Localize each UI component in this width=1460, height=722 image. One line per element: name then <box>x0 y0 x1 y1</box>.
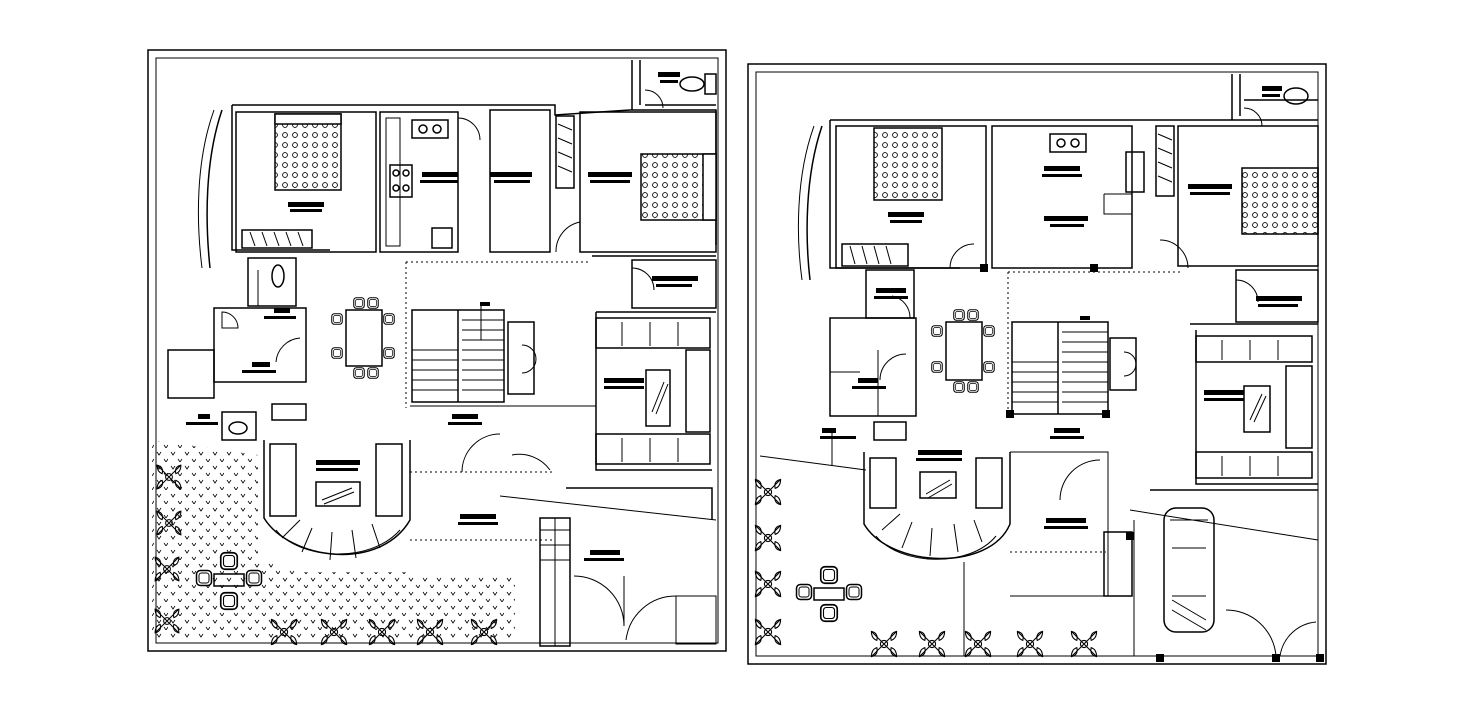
right-living-sofa-set <box>1195 335 1313 479</box>
right-label-lobby <box>1046 518 1086 523</box>
right-garden-table <box>795 565 863 623</box>
right-lobby <box>1010 451 1109 597</box>
left-label-up <box>480 302 490 306</box>
right-sink <box>1049 133 1087 153</box>
right-plot-inner <box>755 71 1319 657</box>
left-sink <box>411 119 449 139</box>
left-dining-table <box>331 297 395 379</box>
left-label-pantry <box>490 172 532 177</box>
right-dining-table <box>931 309 995 393</box>
right-bed-2 <box>1241 167 1319 235</box>
right-label-pantry <box>1044 216 1088 221</box>
left-pantry <box>489 109 551 253</box>
right-bay-wall <box>806 125 823 281</box>
left-label-bedroom-1 <box>288 202 324 207</box>
left-toilet-2 <box>631 259 717 309</box>
left-staircase <box>411 306 537 403</box>
left-toilet-1 <box>247 257 297 307</box>
left-washbasin <box>221 411 257 441</box>
right-wardrobe-1 <box>841 243 909 267</box>
left-lawn-area <box>152 440 515 640</box>
right-label-kitchen <box>1044 166 1080 171</box>
left-label-toilet-1 <box>274 308 290 313</box>
right-store <box>829 317 917 417</box>
right-columns <box>980 264 1324 662</box>
left-bed-1 <box>274 113 342 191</box>
left-room-labels <box>186 72 698 561</box>
left-label-stair <box>452 414 478 419</box>
right-coffee-table <box>1243 385 1271 433</box>
right-label-toilet-2 <box>1256 296 1302 301</box>
right-label-bedroom-2 <box>1188 184 1232 189</box>
left-plot-boundary <box>147 49 727 652</box>
right-room-labels <box>820 86 1302 529</box>
right-label-stair <box>1054 428 1080 433</box>
left-drawing-room <box>263 440 411 561</box>
right-label-drawing-room <box>918 450 962 455</box>
left-toilet-top <box>631 60 716 110</box>
right-floor-plan <box>747 63 1327 665</box>
right-label-store <box>858 378 878 383</box>
right-label-living <box>1204 390 1244 395</box>
right-living-walls <box>1190 323 1318 485</box>
right-wardrobe-2 <box>1155 125 1175 197</box>
right-bedroom-1 <box>835 125 987 269</box>
left-label-toilet-2 <box>652 276 698 281</box>
right-toilet-1 <box>865 269 915 319</box>
right-shrubs <box>754 478 1098 658</box>
right-hob <box>1125 151 1145 193</box>
left-label-toilet-top <box>658 72 680 77</box>
left-garden-table <box>195 551 263 611</box>
right-staircase <box>1011 321 1137 415</box>
right-label-toilet-top <box>1262 86 1282 91</box>
left-label-kitchen <box>422 172 458 177</box>
left-bedroom-1 <box>235 111 377 253</box>
left-hob <box>389 164 413 198</box>
left-wardrobe-1 <box>241 229 313 249</box>
right-bed-1 <box>873 127 943 201</box>
left-floor-plan <box>147 49 727 652</box>
right-car <box>1163 507 1215 633</box>
left-plot-inner <box>155 57 719 644</box>
left-label-bedroom-2 <box>588 172 632 177</box>
right-label-wash <box>822 428 836 433</box>
left-parking <box>499 487 717 647</box>
right-parking <box>1129 489 1319 657</box>
right-toilet-2 <box>1235 269 1319 323</box>
right-label-toilet-1 <box>876 288 906 293</box>
left-label-wash <box>198 414 210 419</box>
left-living-walls <box>592 255 716 471</box>
left-label-store <box>252 362 270 367</box>
left-living-sofa-set <box>595 317 711 465</box>
left-label-parking <box>590 550 620 555</box>
left-bay-wall <box>206 109 223 269</box>
right-washbasin <box>873 421 907 441</box>
left-store <box>213 307 307 383</box>
right-plot-boundary <box>747 63 1327 665</box>
left-label-lobby <box>460 514 496 519</box>
left-wardrobe-2 <box>555 115 575 189</box>
right-label-bedroom-1 <box>888 212 924 217</box>
right-drawing-room <box>863 452 1011 560</box>
left-label-living <box>604 378 644 383</box>
left-lobby <box>410 471 552 541</box>
right-label-up <box>1080 316 1090 320</box>
left-coffee-table <box>645 369 671 427</box>
left-label-drawing-room <box>316 460 360 465</box>
left-shaft <box>167 349 215 399</box>
